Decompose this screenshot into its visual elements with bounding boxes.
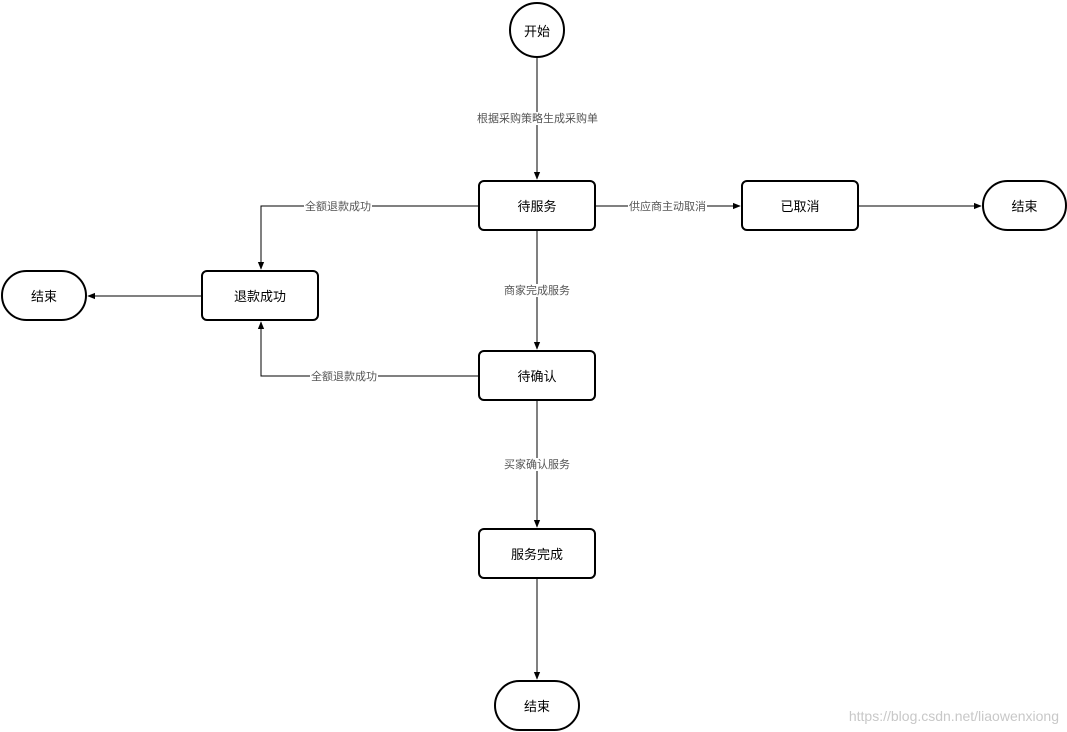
edge-label-buyer-confirm: 买家确认服务	[503, 458, 571, 471]
end-node-bottom: 结束	[494, 680, 580, 731]
end-node-left: 结束	[1, 270, 87, 321]
edge-label-supplier-cancel: 供应商主动取消	[628, 200, 707, 213]
start-node: 开始	[509, 2, 565, 58]
edge-pending-service-to-refund	[257, 205, 478, 270]
edge-label-full-refund-1: 全额退款成功	[304, 200, 372, 213]
pending-confirm-node: 待确认	[478, 350, 596, 401]
service-complete-node: 服务完成	[478, 528, 596, 579]
edge-pending-confirm-to-refund	[257, 321, 478, 377]
edge-label-full-refund-2: 全额退款成功	[310, 370, 378, 383]
pending-service-node: 待服务	[478, 180, 596, 231]
refund-success-node: 退款成功	[201, 270, 319, 321]
edge-label-merchant-complete: 商家完成服务	[503, 284, 571, 297]
watermark: https://blog.csdn.net/liaowenxiong	[848, 708, 1059, 724]
edge-label-generate-order: 根据采购策略生成采购单	[476, 112, 599, 125]
end-node-right: 结束	[982, 180, 1067, 231]
cancelled-node: 已取消	[741, 180, 859, 231]
